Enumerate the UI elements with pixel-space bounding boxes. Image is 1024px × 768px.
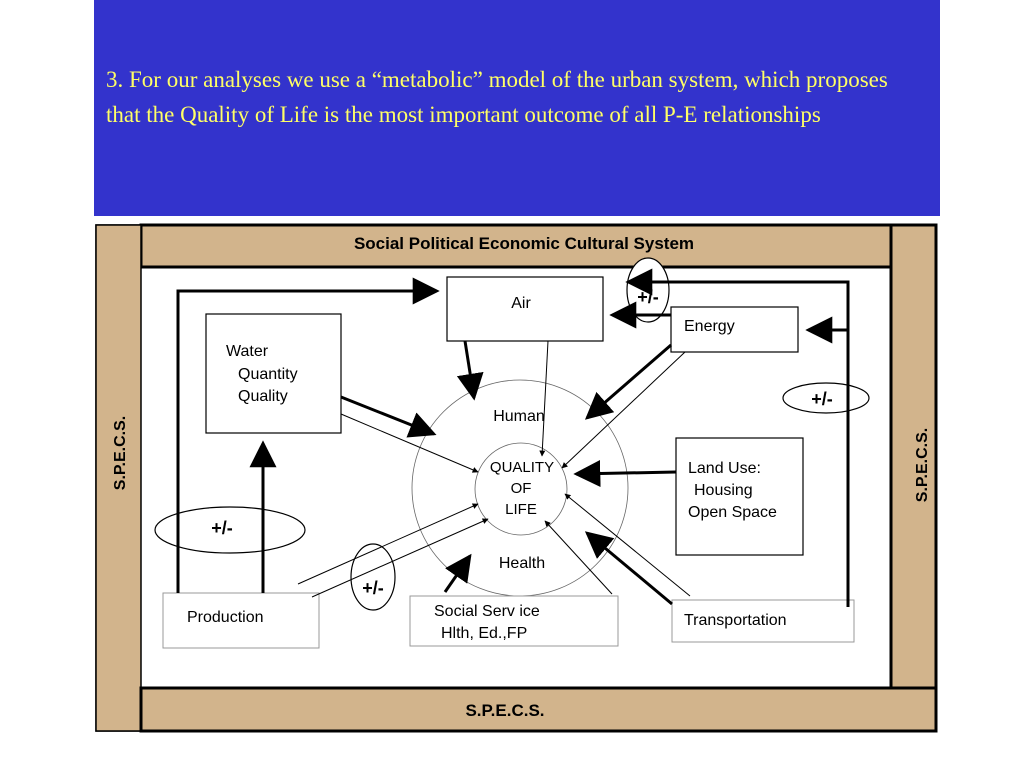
transportation-box (671, 599, 855, 643)
life-label: LIFE (505, 501, 537, 518)
water-quality-label: Quality (238, 388, 288, 405)
social-service-to-quality-thin-arrow (544, 520, 613, 595)
housing-label: Housing (694, 482, 753, 499)
land-use-box (675, 437, 804, 556)
transportation-to-quality-thin-arrow (564, 493, 691, 597)
quality-of-life-circle (474, 442, 568, 536)
air-energy-feedback-label: +/- (637, 287, 659, 307)
energy-to-human-arrow (584, 343, 672, 420)
bottom-specs-label: S.P.E.C.S. (465, 701, 544, 720)
water-box (205, 313, 342, 434)
air-box (446, 276, 604, 342)
water-to-quality-thin-arrow (340, 413, 479, 473)
transportation-label: Transportation (684, 612, 787, 629)
production-left-feedback-ellipse (154, 506, 306, 554)
social-service-label: Social Serv ice (434, 603, 540, 620)
production-to-air-loop-arrow (176, 277, 440, 593)
land-use-to-quality-arrow (573, 460, 677, 488)
energy-to-quality-thin-arrow (561, 351, 686, 469)
energy-right-feedback-label: +/- (811, 389, 833, 409)
human-label: Human (493, 408, 545, 425)
transportation-to-health-arrow (584, 531, 673, 606)
production-center-feedback-label: +/- (362, 578, 384, 598)
of-label: OF (511, 480, 532, 497)
water-to-human-arrow (340, 395, 437, 438)
thin-connector-arrows (297, 340, 691, 598)
left-specs-label: S.P.E.C.S. (112, 416, 129, 490)
health-label: Health (499, 555, 545, 572)
energy-label: Energy (684, 318, 735, 335)
connector-arrows (176, 268, 850, 607)
left-specs-bar (95, 224, 142, 732)
quality-label: QUALITY (490, 459, 554, 476)
top-specs-label: Social Political Economic Cultural Syste… (354, 234, 694, 253)
hlth-ed-fp-label: Hlth, Ed.,FP (441, 625, 527, 642)
slide-title: 3. For our analyses we use a “metabolic”… (106, 67, 888, 127)
social-service-to-health-arrow (443, 553, 472, 593)
production-left-feedback-label: +/- (211, 518, 233, 538)
right-specs-label: S.P.E.C.S. (914, 428, 931, 502)
land-use-label: Land Use: (688, 460, 761, 477)
title-panel: 3. For our analyses we use a “metabolic”… (94, 0, 940, 216)
social-service-box (409, 595, 619, 647)
production-box (162, 592, 320, 649)
production-label: Production (187, 609, 264, 626)
air-to-quality-thin-arrow (539, 340, 549, 457)
production-to-quality-thin-arrow-b (311, 518, 489, 598)
air-to-human-arrow (456, 340, 484, 401)
water-quantity-label: Quantity (238, 366, 298, 383)
production-to-quality-thin-arrow-a (297, 503, 479, 585)
air-label: Air (511, 295, 531, 312)
water-label: Water (226, 343, 269, 360)
right-loop-to-air-arrow (625, 268, 850, 607)
production-center-feedback-ellipse (350, 543, 396, 611)
open-space-label: Open Space (688, 504, 777, 521)
bottom-specs-bar (139, 686, 938, 733)
energy-box (670, 306, 799, 353)
